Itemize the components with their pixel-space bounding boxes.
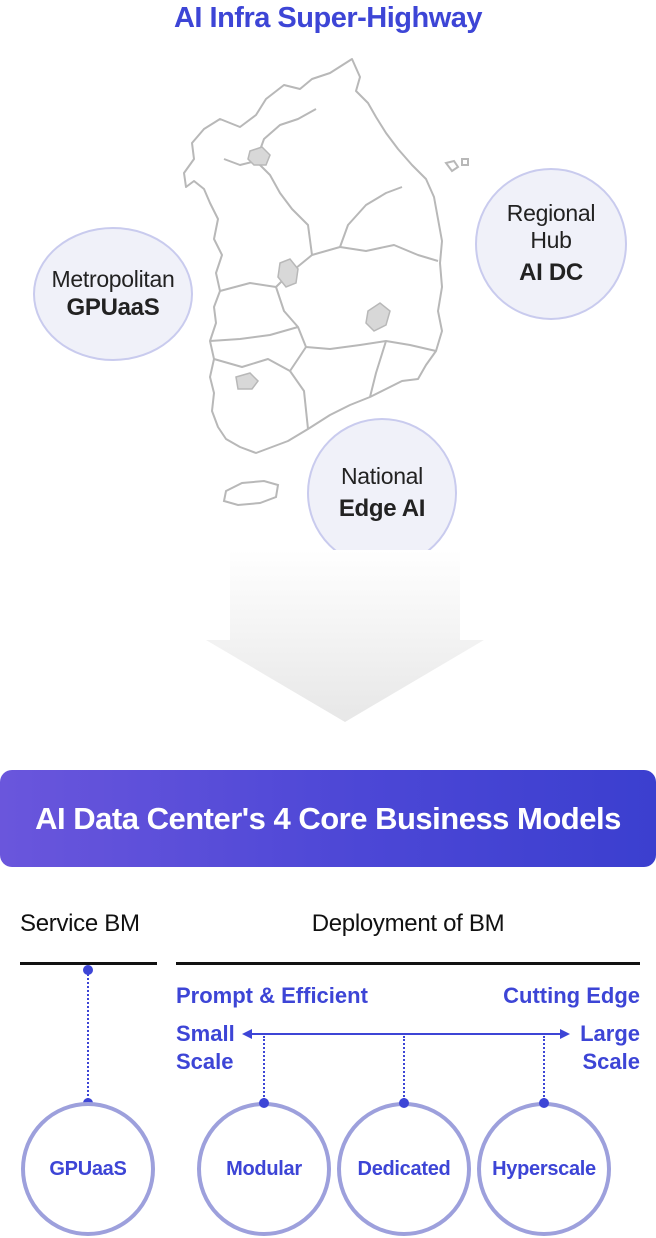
modular-connector xyxy=(263,1036,265,1100)
dedicated-dot xyxy=(399,1098,409,1108)
gpuaas-circle: GPUaaS xyxy=(21,1102,155,1236)
region-regional-line2: AI DC xyxy=(519,259,583,286)
hyperscale-connector xyxy=(543,1036,545,1100)
modular-dot xyxy=(259,1098,269,1108)
dedicated-connector xyxy=(403,1036,405,1100)
large-scale-label: Large Scale xyxy=(580,1020,640,1076)
region-metropolitan-circle: Metropolitan GPUaaS xyxy=(33,227,193,361)
small-scale-line1: Small xyxy=(176,1021,235,1046)
large-scale-line1: Large xyxy=(580,1021,640,1046)
hyperscale-circle: Hyperscale xyxy=(477,1102,611,1236)
region-metropolitan-line2: GPUaaS xyxy=(66,293,160,321)
small-scale-line2: Scale xyxy=(176,1049,234,1074)
cutting-edge-label: Cutting Edge xyxy=(503,983,640,1008)
service-bm-header: Service BM xyxy=(20,910,140,937)
service-divider xyxy=(20,962,157,965)
region-metropolitan-line1: Metropolitan xyxy=(51,265,175,292)
region-national-circle: National Edge AI xyxy=(307,418,457,568)
large-scale-line2: Scale xyxy=(582,1049,641,1074)
daejeon-area xyxy=(277,258,299,288)
daegu-area xyxy=(365,302,391,332)
deployment-divider xyxy=(176,962,640,965)
peninsula-outline xyxy=(183,58,443,454)
region-regional-hub-circle: Regional Hub AI DC xyxy=(475,168,627,320)
ulleung-island xyxy=(444,159,460,173)
korea-map-illustration xyxy=(183,58,469,507)
gwangju-area xyxy=(235,372,259,390)
down-arrow-icon xyxy=(206,550,484,722)
prompt-efficient-label: Prompt & Efficient xyxy=(176,983,368,1008)
scale-axis-arrow xyxy=(242,1029,570,1039)
region-national-line2: Edge AI xyxy=(338,494,426,522)
deployment-bm-header: Deployment of BM xyxy=(311,910,505,937)
business-models-banner: AI Data Center's 4 Core Business Models xyxy=(0,770,656,867)
service-connector xyxy=(87,974,89,1100)
page-title: AI Infra Super-Highway xyxy=(173,2,483,34)
region-regional-line1: Regional xyxy=(506,200,596,226)
hyperscale-dot xyxy=(539,1098,549,1108)
seoul-area xyxy=(247,146,271,166)
modular-circle: Modular xyxy=(197,1102,331,1236)
dedicated-circle: Dedicated xyxy=(337,1102,471,1236)
jeju-island xyxy=(222,479,280,507)
service-top-dot xyxy=(83,965,93,975)
region-national-line1: National xyxy=(341,462,423,489)
small-scale-label: Small Scale xyxy=(176,1020,235,1076)
region-regional-line1b: Hub xyxy=(530,227,572,253)
dokdo-island xyxy=(461,158,469,166)
